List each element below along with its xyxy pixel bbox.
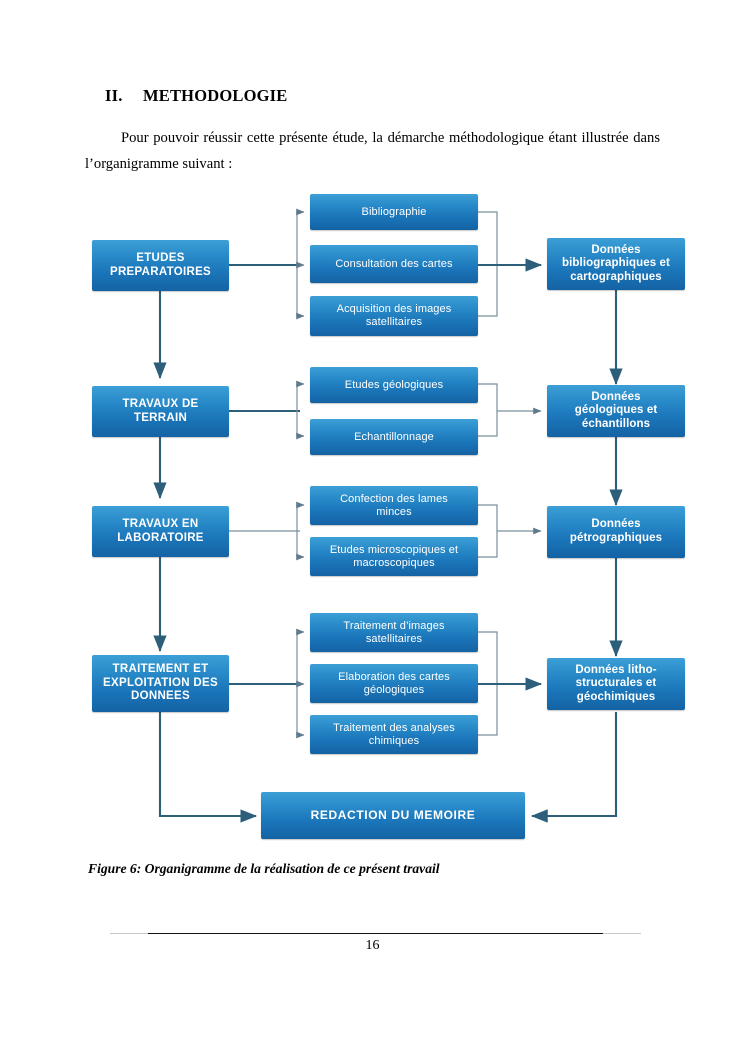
page-title: II. METHODOLOGIE — [105, 86, 288, 106]
stage-node-1[interactable]: ETUDES PREPARATOIRES — [92, 240, 229, 291]
footer-divider — [110, 933, 641, 934]
task-node-4-3[interactable]: Traitement des analyses chimiques — [310, 715, 478, 754]
task-node-1-2[interactable]: Consultation des cartes — [310, 245, 478, 283]
stage-node-4[interactable]: TRAITEMENT ET EXPLOITATION DES DONNEES — [92, 655, 229, 712]
stage-node-3[interactable]: TRAVAUX EN LABORATOIRE — [92, 506, 229, 557]
task-node-2-1[interactable]: Etudes géologiques — [310, 367, 478, 403]
stage-node-2[interactable]: TRAVAUX DE TERRAIN — [92, 386, 229, 437]
intro-paragraph: Pour pouvoir réussir cette présente étud… — [85, 130, 660, 172]
result-node-4[interactable]: Données litho- structurales et géochimiq… — [547, 658, 685, 710]
task-node-3-2[interactable]: Etudes microscopiques et macroscopiques — [310, 537, 478, 576]
task-node-2-2[interactable]: Echantillonnage — [310, 419, 478, 455]
task-node-4-2[interactable]: Elaboration des cartes géologiques — [310, 664, 478, 703]
result-node-1[interactable]: Données bibliographiques et cartographiq… — [547, 238, 685, 290]
task-node-1-1[interactable]: Bibliographie — [310, 194, 478, 230]
section-numeral: II. — [105, 86, 123, 105]
result-node-2[interactable]: Données géologiques et échantillons — [547, 385, 685, 437]
task-node-4-1[interactable]: Traitement d’images satellitaires — [310, 613, 478, 652]
task-node-1-3[interactable]: Acquisition des images satellitaires — [310, 296, 478, 336]
page-number: 16 — [365, 938, 380, 953]
result-node-3[interactable]: Données pétrographiques — [547, 506, 685, 558]
section-title: METHODOLOGIE — [143, 86, 288, 105]
figure-caption: Figure 6: Organigramme de la réalisation… — [88, 861, 440, 876]
task-node-3-1[interactable]: Confection des lames minces — [310, 486, 478, 525]
terminal-node-redaction[interactable]: REDACTION DU MEMOIRE — [261, 792, 525, 839]
